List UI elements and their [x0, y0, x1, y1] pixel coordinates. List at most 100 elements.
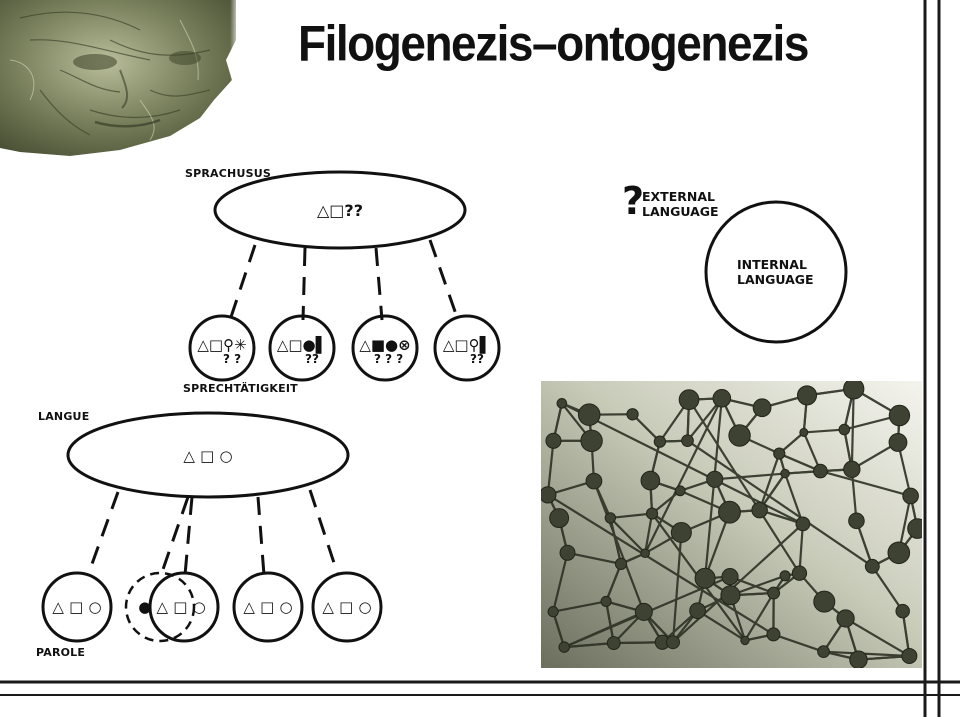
sprachusus-symbols: △□?? — [317, 201, 363, 220]
network-node — [706, 470, 724, 488]
network-node — [795, 516, 811, 532]
network-edge — [773, 633, 824, 653]
top-node-circle-1 — [188, 314, 256, 382]
network-node — [721, 568, 739, 586]
top-node-2-marks: ?? — [305, 352, 319, 366]
network-edge — [850, 388, 855, 470]
network-node — [541, 486, 557, 504]
parole-node-3-symbols: △ □ ○ — [243, 598, 293, 616]
network-edge — [605, 601, 615, 644]
bottom-dashed-link-4 — [308, 489, 340, 576]
network-node — [549, 508, 570, 529]
network-edge — [631, 413, 661, 443]
network-node — [791, 565, 808, 581]
parole-node-1-symbols: △ □ ○ — [52, 598, 102, 616]
bottom-dashed-link-2b — [158, 496, 190, 579]
network-node — [694, 567, 716, 589]
network-node — [585, 472, 603, 490]
network-node — [640, 470, 661, 491]
network-node — [718, 500, 741, 524]
internal-language-label: INTERNAL LANGUAGE — [737, 257, 814, 287]
network-node — [665, 635, 680, 650]
network-edge — [564, 641, 614, 649]
network-node — [767, 586, 781, 600]
network-node — [817, 645, 830, 659]
network-node — [640, 548, 650, 559]
network-node — [634, 602, 653, 621]
network-node — [843, 381, 865, 400]
network-node — [752, 398, 772, 418]
network-node — [780, 468, 790, 479]
langue-ellipse — [66, 411, 350, 499]
network-edge — [704, 511, 731, 579]
external-language-line-2: LANGUAGE — [642, 204, 719, 219]
bottom-node-circle-2-dashed — [124, 571, 196, 643]
top-node-3-marks: ? ? ? — [374, 352, 404, 366]
bottom-node-circle-4 — [311, 571, 383, 643]
top-dashed-link-2 — [301, 247, 307, 321]
network-edge — [778, 452, 821, 473]
top-dashed-link-4 — [428, 239, 460, 321]
network-edge — [609, 517, 646, 554]
network-node — [751, 501, 768, 519]
network-edge — [758, 453, 781, 511]
bottom-dashed-link-2 — [183, 496, 194, 576]
sprechtaetigkeit-label: SPRECHTÄTIGKEIT — [183, 382, 298, 395]
network-node — [614, 557, 628, 570]
network-node — [681, 434, 694, 448]
network-edge — [744, 592, 775, 642]
parole-label: PAROLE — [36, 646, 86, 659]
network-node — [799, 427, 809, 437]
bottom-node-circle-3 — [232, 571, 304, 643]
network-node — [604, 512, 617, 524]
top-node-1-marks: ? ? — [223, 352, 242, 366]
network-node — [888, 404, 911, 427]
bottom-dashed-link-3 — [256, 496, 266, 576]
network-node — [556, 398, 568, 409]
network-edge — [552, 611, 566, 648]
network-node — [773, 447, 786, 460]
network-edge — [871, 565, 904, 612]
network-node — [796, 385, 818, 406]
internal-language-line-1: INTERNAL — [737, 257, 807, 272]
network-edge — [696, 609, 746, 642]
network-node — [678, 389, 700, 411]
bottom-node-circle-1 — [41, 571, 113, 643]
network-node — [600, 595, 612, 607]
top-node-3-symbols: △■●⊗ — [359, 336, 411, 354]
internal-language-line-2: LANGUAGE — [737, 272, 814, 287]
bottom-node-circle-2 — [148, 571, 220, 643]
network-node — [766, 627, 781, 642]
top-node-4-symbols: △□⚲▌ — [442, 336, 492, 354]
network-node — [838, 423, 851, 436]
neural-network-image — [541, 381, 922, 668]
external-language-label: EXTERNAL LANGUAGE — [642, 189, 719, 219]
network-edge — [605, 563, 623, 602]
network-edge — [803, 428, 845, 434]
network-node — [645, 507, 659, 520]
network-node — [901, 647, 918, 664]
network-node — [720, 585, 741, 606]
parole-node-2-symbols: ● △ □ ○ — [138, 598, 206, 616]
network-edge — [820, 470, 911, 498]
network-node — [813, 590, 836, 613]
network-node — [843, 460, 861, 479]
network-node — [670, 521, 692, 544]
network-node — [740, 635, 750, 646]
top-node-2-symbols: △□●▌ — [276, 336, 328, 354]
network-node — [547, 606, 559, 618]
network-edge — [552, 552, 569, 612]
network-node — [580, 429, 603, 453]
top-dashed-link-1 — [228, 244, 257, 321]
network-node — [902, 487, 919, 505]
top-dashed-link-3 — [374, 247, 384, 321]
network-node — [545, 432, 562, 449]
network-node — [606, 636, 621, 651]
page-title: Filogenezis–ontogenezis — [298, 15, 809, 72]
network-node — [689, 602, 706, 620]
network-node — [558, 641, 570, 653]
network-node — [674, 485, 686, 497]
network-node — [728, 424, 751, 447]
network-node — [779, 570, 791, 582]
face-photo — [0, 0, 240, 158]
